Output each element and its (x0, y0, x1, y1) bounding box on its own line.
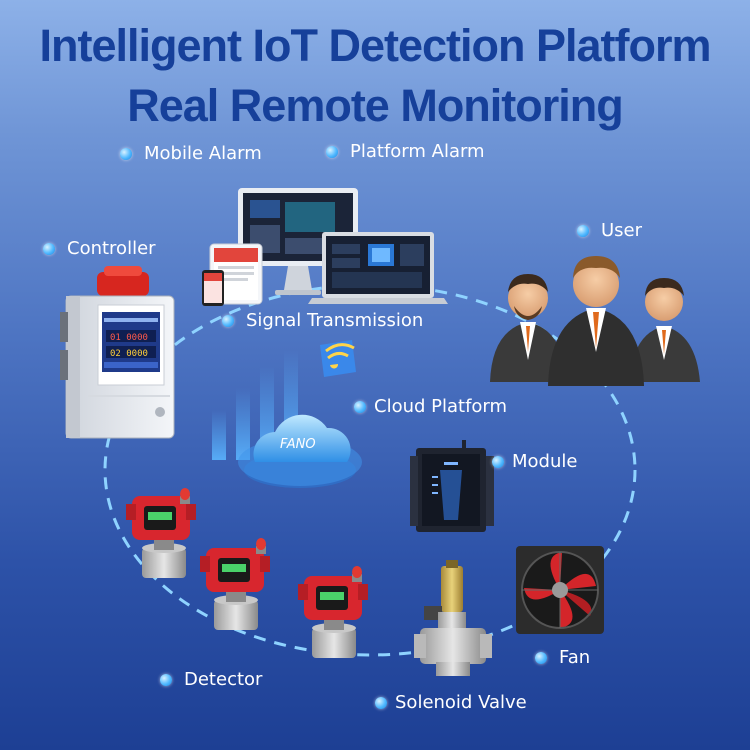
controller-display-row2: 02 0000 (110, 349, 148, 359)
module-icon (410, 440, 494, 532)
user-group-icon (490, 256, 700, 386)
detector-icon-2 (200, 538, 270, 630)
controller-display-row1: 01 0000 (110, 333, 148, 343)
label-text: Module (512, 451, 578, 472)
bullet-dot-icon (120, 147, 132, 160)
detector-icon-1 (126, 488, 196, 578)
bullet-dot-icon (492, 455, 504, 468)
solenoid-valve-icon (414, 560, 492, 676)
detector-icon-3 (298, 566, 368, 658)
bullet-dot-icon (535, 651, 547, 664)
title-line-2: Real Remote Monitoring (127, 80, 624, 131)
monitor-icon (238, 188, 358, 295)
label-text: Solenoid Valve (395, 692, 527, 713)
label-fan: Fan (535, 647, 590, 668)
label-text: Controller (67, 238, 156, 259)
label-text: Platform Alarm (350, 141, 485, 162)
controller-icon (60, 266, 175, 439)
label-user: User (577, 220, 642, 241)
label-controller: Controller (43, 238, 156, 259)
bullet-dot-icon (354, 400, 366, 413)
label-text: Detector (184, 669, 263, 690)
label-signal-transmission: Signal Transmission (222, 310, 423, 331)
label-text: Cloud Platform (374, 396, 508, 417)
connection-ring (103, 283, 637, 657)
label-cloud-platform: Cloud Platform (354, 396, 507, 417)
fan-icon (516, 546, 604, 634)
label-detector: Detector (160, 669, 262, 690)
bullet-dot-icon (222, 314, 234, 327)
label-solenoid-valve: Solenoid Valve (375, 692, 527, 713)
cloud-platform-icon (238, 414, 362, 488)
cloud-logo-text: FANO (280, 437, 316, 452)
laptop-icon (308, 232, 448, 304)
label-text: Mobile Alarm (144, 143, 262, 164)
phone-icon (202, 270, 224, 306)
bullet-dot-icon (577, 224, 589, 237)
bullet-dot-icon (326, 145, 338, 158)
wifi-icon (320, 340, 356, 377)
label-module: Module (492, 451, 577, 472)
bullet-dot-icon (43, 242, 55, 255)
label-text: User (601, 220, 643, 241)
bullet-dot-icon (160, 673, 172, 686)
title-line-1: Intelligent IoT Detection Platform (39, 20, 711, 71)
label-text: Signal Transmission (246, 310, 424, 331)
label-text: Fan (559, 647, 591, 668)
label-platform-alarm: Platform Alarm (326, 141, 485, 162)
bullet-dot-icon (375, 696, 387, 709)
label-mobile-alarm: Mobile Alarm (120, 143, 262, 164)
